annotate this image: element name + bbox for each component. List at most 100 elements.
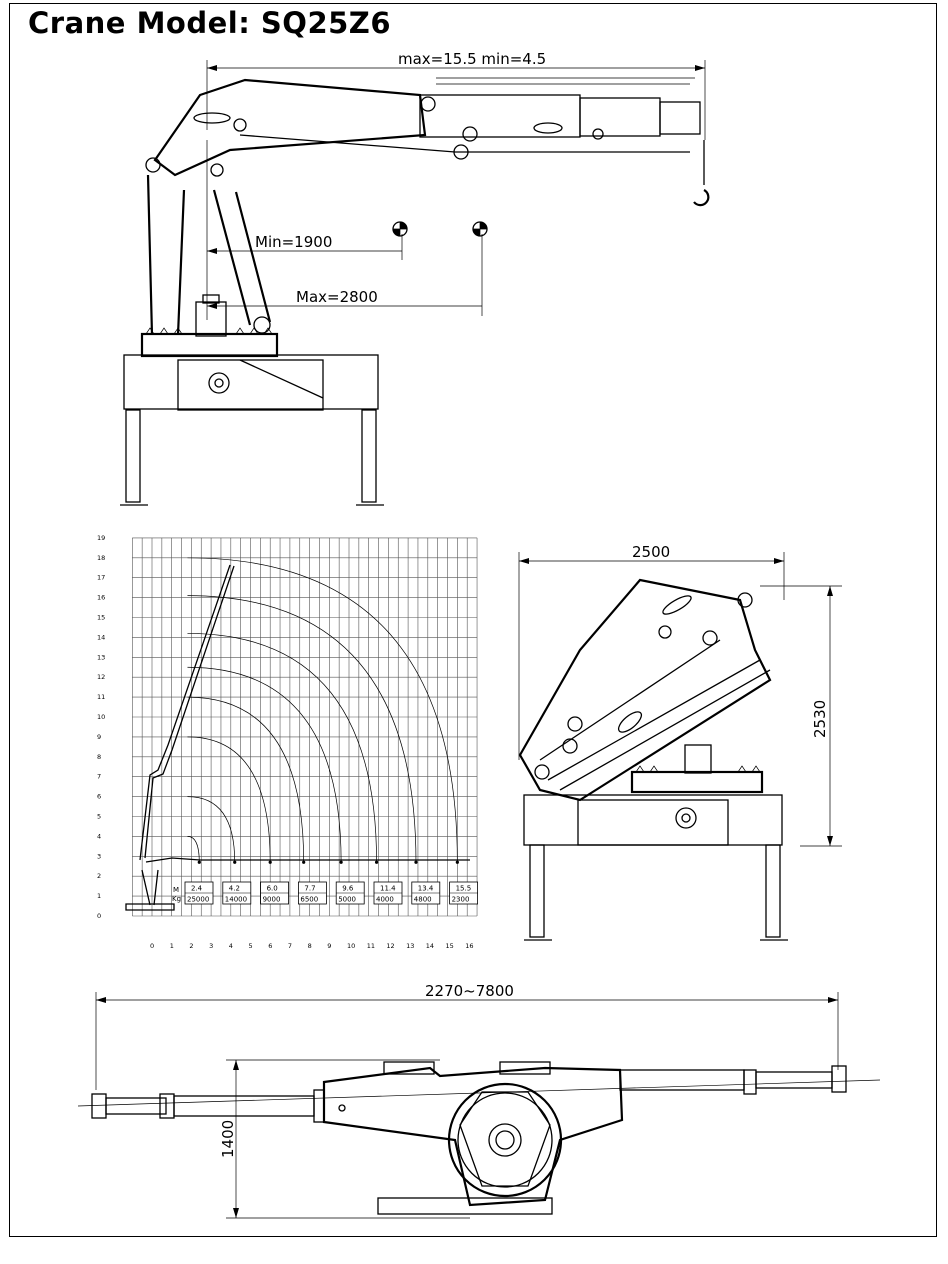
y-tick-label: 18	[97, 554, 105, 562]
x-tick-label: 5	[249, 942, 253, 950]
x-tick-label: 16	[465, 942, 473, 950]
y-tick-label: 2	[97, 872, 101, 880]
max-height-label: Max=2800	[296, 288, 378, 306]
y-tick-label: 0	[97, 912, 101, 920]
folded-boom	[518, 578, 772, 802]
load-box: 2.4 25000	[184, 881, 214, 905]
y-tick-label: 17	[97, 574, 105, 582]
y-tick-label: 7	[97, 773, 101, 781]
y-tick-label: 5	[97, 813, 101, 821]
x-tick-label: 14	[426, 942, 434, 950]
load-box: 15.5 2300	[449, 881, 479, 905]
side-view: max=15.5 min=4.5	[120, 50, 710, 506]
load-point	[197, 860, 201, 864]
load-arc	[187, 595, 417, 863]
top-view: 2270~7800 1400	[77, 982, 881, 1219]
y-tick-label: 11	[97, 693, 105, 701]
x-tick-label: 11	[367, 942, 375, 950]
load-box-radius: 4.2	[229, 885, 240, 893]
load-box-radius: 7.7	[304, 885, 315, 893]
load-box-kg: 6500	[300, 896, 318, 904]
min-height-label: Min=1900	[255, 233, 332, 251]
load-arc	[187, 633, 377, 863]
load-point	[302, 860, 306, 864]
chart-grid	[132, 537, 478, 917]
y-tick-label: 19	[97, 534, 105, 542]
base-housing	[322, 1066, 624, 1207]
left-outrigger	[105, 1097, 167, 1115]
load-box: 13.4 4800	[411, 881, 441, 905]
load-box-radius: 13.4	[418, 885, 434, 893]
chart-load-arcs	[187, 557, 459, 864]
y-tick-label: 8	[97, 753, 101, 761]
x-tick-label: 8	[308, 942, 312, 950]
y-tick-label: 10	[97, 713, 105, 721]
load-point	[268, 860, 272, 864]
load-box-kg: 5000	[338, 896, 356, 904]
load-box-kg: 2300	[452, 896, 470, 904]
y-tick-label: 4	[97, 832, 101, 840]
x-tick-label: 9	[327, 942, 331, 950]
load-box-radius: 11.4	[380, 885, 396, 893]
slewing-bearing	[447, 1082, 563, 1198]
load-arc	[187, 836, 200, 863]
telescopic-boom	[419, 94, 581, 138]
load-box-kg: 9000	[263, 896, 281, 904]
unit-kg-label: Kg	[172, 895, 181, 903]
y-tick-label: 6	[97, 793, 101, 801]
outrigger-span-label: 2270~7800	[425, 982, 514, 1000]
load-arc	[187, 696, 305, 863]
x-tick-label: 12	[386, 942, 394, 950]
unit-m-label: M	[173, 886, 179, 894]
base-frame	[123, 354, 379, 410]
load-arc	[187, 666, 342, 863]
load-arc	[187, 736, 271, 863]
load-point	[374, 860, 379, 864]
left-leg	[125, 409, 141, 503]
x-tick-label: 3	[209, 942, 213, 950]
y-tick-label: 3	[97, 852, 101, 860]
x-tick-label: 0	[150, 942, 154, 950]
x-tick-label: 6	[268, 942, 272, 950]
y-tick-label: 15	[97, 614, 105, 622]
load-box-kg: 4000	[376, 896, 394, 904]
y-tick-label: 1	[97, 892, 101, 900]
front-base	[523, 794, 783, 846]
x-tick-label: 1	[170, 942, 174, 950]
load-point	[414, 860, 418, 864]
load-box: 7.7 6500	[297, 881, 327, 905]
load-point	[339, 860, 343, 864]
chart-boom-extended	[139, 564, 231, 861]
load-box-radius: 2.4	[191, 885, 203, 893]
x-tick-label: 13	[406, 942, 414, 950]
page-title: Crane Model: SQ25Z6	[28, 6, 392, 40]
right-leg	[361, 409, 377, 503]
load-point	[233, 860, 237, 864]
slewing-ring	[140, 332, 279, 358]
y-tick-label: 9	[97, 733, 101, 741]
load-box: 4.2 14000	[222, 881, 252, 905]
load-box: 6.0 9000	[260, 881, 290, 905]
load-box-kg: 14000	[225, 896, 247, 904]
reach-dimension-label: max=15.5 min=4.5	[398, 50, 546, 68]
main-boom	[153, 78, 427, 177]
load-point	[455, 860, 459, 864]
x-tick-label: 15	[446, 942, 454, 950]
load-box-kg: 25000	[187, 896, 209, 904]
x-tick-label: 10	[347, 942, 355, 950]
load-arc	[187, 796, 236, 863]
y-tick-label: 14	[97, 633, 105, 641]
load-box-radius: 6.0	[267, 885, 278, 893]
hook	[693, 189, 710, 207]
lift-cylinder	[212, 189, 272, 326]
x-tick-label: 4	[229, 942, 233, 950]
rear-beam	[377, 1197, 553, 1215]
load-box-radius: 15.5	[456, 885, 472, 893]
x-tick-label: 7	[288, 942, 292, 950]
load-box-kg: 4800	[414, 896, 432, 904]
